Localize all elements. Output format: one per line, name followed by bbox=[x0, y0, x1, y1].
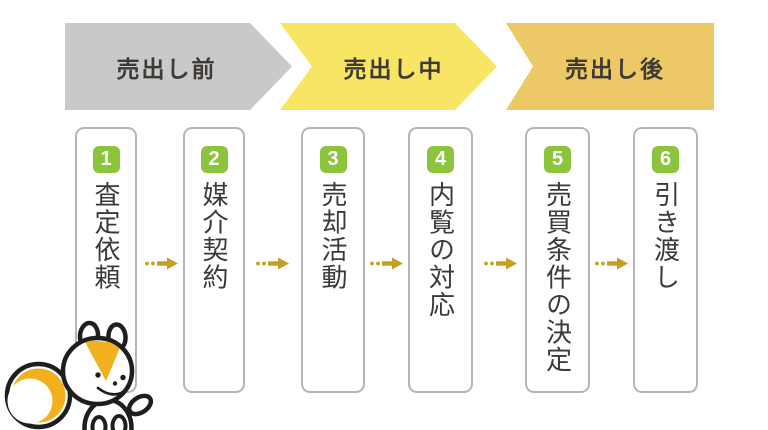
step-number-badge: 5 bbox=[544, 146, 571, 173]
step-card-6: 6 引き渡し bbox=[633, 127, 698, 393]
flow-arrow-icon bbox=[256, 257, 289, 270]
step-label: 売却活動 bbox=[318, 181, 348, 291]
mascot-nose bbox=[112, 381, 118, 386]
step-number-badge: 4 bbox=[427, 146, 454, 173]
step-label: 媒介契約 bbox=[199, 181, 229, 291]
phase-label: 売出し前 bbox=[116, 55, 217, 82]
squirrel-mascot bbox=[4, 320, 154, 430]
step-label: 引き渡し bbox=[650, 181, 681, 291]
mascot-eye bbox=[95, 372, 101, 378]
phase-label: 売出し中 bbox=[343, 55, 444, 82]
mascot-paw bbox=[126, 393, 154, 417]
mascot-forehead-patch bbox=[84, 340, 122, 381]
step-card-2: 2 媒介契約 bbox=[183, 127, 245, 393]
flow-arrow-icon bbox=[370, 257, 403, 270]
phase-banner-before-sale: 売出し前 bbox=[65, 23, 292, 110]
flow-arrow-icon bbox=[484, 257, 517, 270]
step-card-5: 5 売買条件の決定 bbox=[525, 127, 590, 393]
step-card-3: 3 売却活動 bbox=[301, 127, 365, 393]
phase-label: 売出し後 bbox=[565, 55, 665, 82]
step-number-badge: 6 bbox=[652, 146, 679, 173]
step-label: 内覧の対応 bbox=[425, 181, 456, 319]
flow-arrow-icon bbox=[595, 257, 628, 270]
mascot-eye bbox=[120, 374, 126, 381]
phase-banner-on-sale: 売出し中 bbox=[280, 23, 497, 110]
step-card-4: 4 内覧の対応 bbox=[408, 127, 473, 393]
step-number-badge: 2 bbox=[200, 146, 228, 173]
mascot-leg bbox=[110, 414, 128, 430]
phase-banner-after-sale: 売出し後 bbox=[506, 23, 714, 110]
step-number-badge: 1 bbox=[92, 146, 120, 173]
mascot-leg bbox=[90, 415, 108, 430]
mascot-tail bbox=[4, 361, 73, 430]
step-label: 売買条件の決定 bbox=[542, 181, 573, 374]
step-number-badge: 3 bbox=[319, 146, 347, 173]
flow-arrow-icon bbox=[145, 257, 178, 270]
step-label: 査定依頼 bbox=[91, 181, 121, 291]
mascot-mouth bbox=[96, 386, 127, 396]
